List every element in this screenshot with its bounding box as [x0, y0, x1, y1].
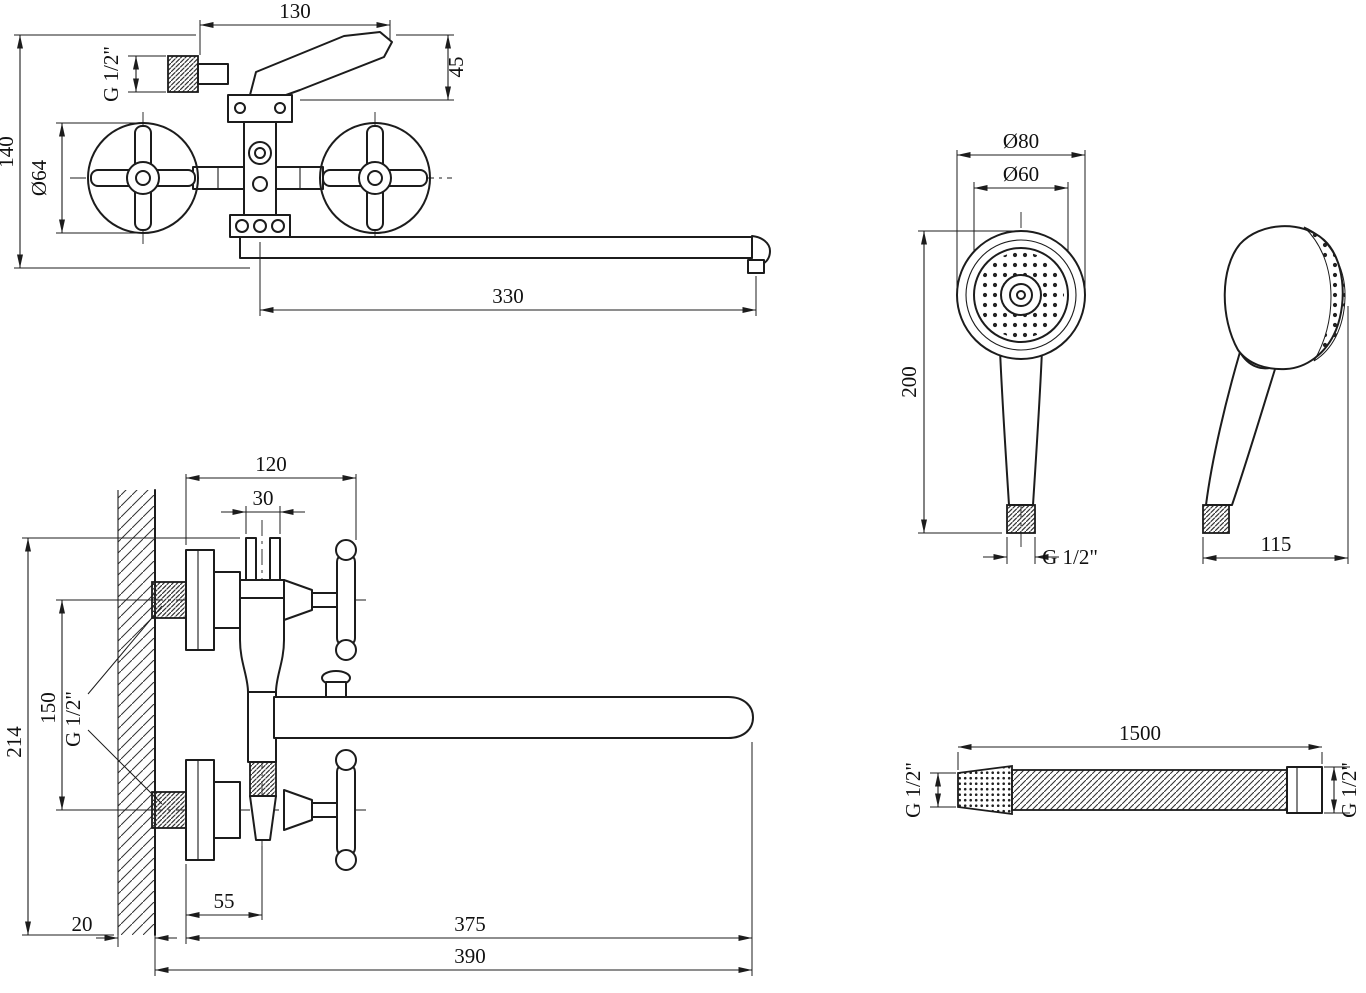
lever-handle — [249, 31, 393, 96]
dim-hose-length: 1500 — [957, 721, 1323, 770]
inlet-thread-stub — [167, 55, 199, 93]
dim-label: G 1/2" — [901, 762, 925, 818]
dim-label: Ø60 — [1003, 162, 1039, 186]
dim-inlet-thread: G 1/2" — [99, 46, 166, 102]
connection-nut — [213, 781, 241, 839]
wall-section — [117, 489, 156, 936]
outlet-cone — [249, 795, 277, 841]
hose-outlet-thread — [249, 761, 277, 797]
dim-label: 20 — [72, 912, 93, 936]
handshower-head — [956, 230, 1086, 360]
escutcheon-flange — [185, 549, 215, 651]
dim-lever-length: 130 — [199, 0, 391, 55]
dim-label: 130 — [279, 0, 311, 23]
dim-total-height: 214 — [2, 537, 240, 936]
dim-fork-width: 30 — [221, 486, 305, 534]
dim-label: 120 — [255, 452, 287, 476]
hose-body — [1011, 769, 1288, 811]
handshower-side-view: 115 — [1202, 225, 1349, 564]
mixer-body — [227, 94, 293, 238]
handle-stem — [311, 802, 339, 818]
handshower-front-view: Ø80 Ø60 200 G 1/2" — [897, 129, 1098, 569]
dim-inlet-thread-side: G 1/2" — [61, 605, 163, 805]
spout — [239, 235, 771, 274]
hose-end-fitting — [1286, 766, 1323, 814]
dim-inlet-spacing: 150 — [36, 599, 150, 811]
handshower-thread — [1006, 504, 1036, 534]
dim-handwheel-diameter: Ø64 — [27, 122, 140, 234]
dim-label: G 1/2" — [1337, 762, 1361, 818]
valve-bonnet — [283, 579, 313, 621]
dim-label: G 1/2" — [99, 46, 123, 102]
dim-spout-length: 330 — [259, 242, 757, 316]
handle-stem — [311, 592, 339, 608]
spray-face-side — [1303, 226, 1346, 362]
dim-label: 214 — [2, 726, 26, 758]
dim-hose-thread-right: G 1/2" — [1324, 762, 1361, 818]
shower-hose-view: 1500 G 1/2" G 1/2" — [901, 721, 1361, 818]
dim-label: 55 — [214, 889, 235, 913]
dim-body-height: 140 — [0, 34, 250, 269]
dim-depth: 120 — [185, 452, 357, 545]
dim-label: 45 — [444, 57, 468, 78]
dim-label: 200 — [897, 366, 921, 398]
handshower-handle — [999, 349, 1043, 506]
cross-handle-side — [335, 539, 357, 661]
faucet-side-view: 120 30 G 1/2" 214 150 — [2, 452, 754, 976]
dim-label: 1500 — [1119, 721, 1161, 745]
handwheel-left — [87, 122, 199, 234]
dim-hose-thread-left: G 1/2" — [901, 762, 956, 818]
diverter-stem — [325, 681, 347, 698]
handwheel-right — [319, 122, 431, 234]
handshower-thread-side — [1202, 504, 1230, 534]
valve-bonnet — [283, 789, 313, 831]
cross-handle-side — [335, 749, 357, 871]
dim-label: 375 — [454, 912, 486, 936]
inlet-connector — [197, 63, 229, 85]
handshower-head-side — [1223, 225, 1346, 371]
mixer-body-side — [239, 537, 285, 841]
dim-handshower-thread: G 1/2" — [983, 537, 1098, 569]
valve-shaft-right — [275, 166, 324, 190]
dim-body-offset: 55 — [185, 846, 263, 944]
upper-inlet-assembly — [151, 539, 357, 661]
dim-spout-reach: 375 — [186, 742, 753, 976]
dim-handshower-depth: 115 — [1202, 306, 1349, 564]
faucet-front-view: 130 45 G 1/2" Ø64 140 — [0, 0, 771, 316]
dim-handshower-length: 200 — [897, 230, 1014, 534]
hose-cone-nut — [957, 764, 1013, 816]
dim-head-outer-diameter: Ø80 — [956, 129, 1086, 288]
handshower-handle-side — [1205, 351, 1277, 506]
dim-label: 115 — [1261, 532, 1292, 556]
dim-label: 150 — [36, 692, 60, 724]
dim-label: 390 — [454, 944, 486, 968]
bracket-fork-prong — [269, 537, 281, 581]
dim-label: 30 — [253, 486, 274, 510]
lower-inlet-assembly — [151, 749, 357, 871]
spout-side — [273, 670, 754, 739]
dim-label: Ø80 — [1003, 129, 1039, 153]
dim-label: G 1/2" — [61, 691, 85, 747]
dim-lever-height: 45 — [300, 34, 468, 101]
connection-nut — [213, 571, 241, 629]
dim-label: Ø64 — [27, 159, 51, 196]
dim-face-diameter: Ø60 — [973, 162, 1069, 252]
wall-thread — [151, 581, 187, 619]
dim-total-reach: 390 — [154, 935, 752, 976]
bracket-fork-prong — [245, 537, 257, 581]
dim-label: G 1/2" — [1042, 545, 1098, 569]
escutcheon-flange — [185, 759, 215, 861]
valve-shaft-left — [192, 166, 245, 190]
dim-label: 140 — [0, 136, 18, 168]
wall-thread — [151, 791, 187, 829]
dim-label: 330 — [492, 284, 524, 308]
dim-wall-thickness: 20 — [72, 912, 177, 947]
